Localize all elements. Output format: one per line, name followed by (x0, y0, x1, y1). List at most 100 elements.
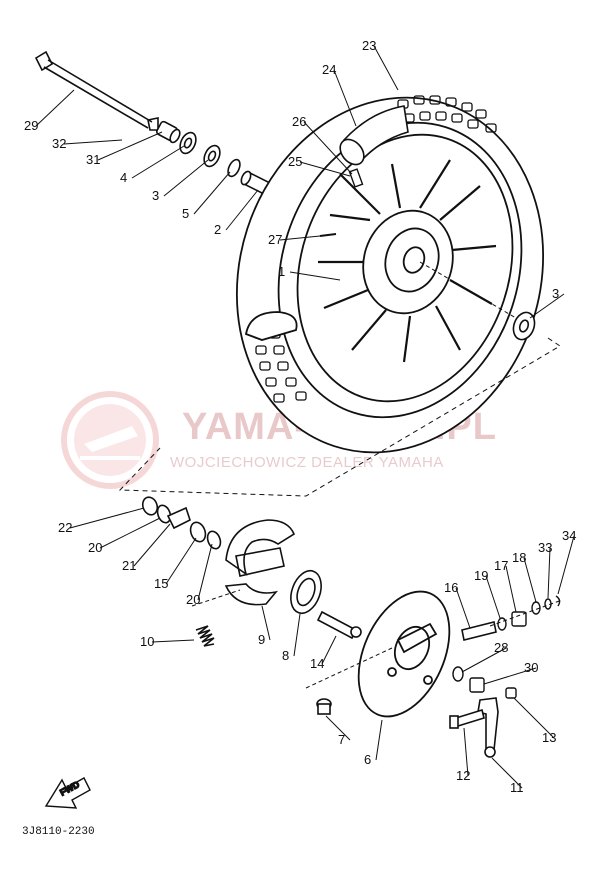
leader-c23 (373, 45, 399, 91)
callout-c28: 28 (494, 640, 508, 655)
nut-17 (511, 611, 527, 627)
callout-c34: 34 (562, 528, 576, 543)
callout-c33: 33 (538, 540, 552, 555)
valve-26 (348, 168, 364, 188)
callout-c16: 16 (444, 580, 458, 595)
callout-c8: 8 (282, 648, 289, 663)
axle (34, 50, 159, 131)
leader-c4 (131, 145, 185, 179)
leader-c14 (321, 635, 337, 665)
callout-c30: 30 (524, 660, 538, 675)
brake-arm-11 (477, 697, 499, 758)
washer-20b (206, 530, 222, 550)
leader-c18 (523, 557, 537, 603)
callout-c7: 7 (338, 732, 345, 747)
fwd-arrow-icon: FWD (44, 777, 91, 809)
callout-c6: 6 (364, 752, 371, 767)
callout-c31: 31 (86, 152, 100, 167)
leader-c6 (375, 719, 383, 761)
leader-c19 (485, 575, 501, 619)
callout-c13: 13 (542, 730, 556, 745)
leader-c30 (483, 667, 537, 685)
leader-c17 (505, 565, 517, 613)
camshaft-14 (316, 610, 362, 640)
leader-c10 (151, 639, 195, 643)
circlip-22 (141, 496, 159, 516)
washer-28 (452, 666, 464, 682)
callout-c5: 5 (182, 206, 189, 221)
tube-24 (339, 105, 409, 166)
callout-c4: 4 (120, 170, 127, 185)
seal-8 (290, 569, 322, 615)
leader-c21 (133, 523, 171, 567)
washer-19 (497, 617, 507, 631)
callout-c14: 14 (310, 656, 324, 671)
leader-c20b (197, 543, 213, 601)
nipple-27 (319, 233, 337, 237)
rear-wheel (235, 95, 545, 454)
leader-c7 (325, 715, 351, 741)
callout-c9: 9 (258, 632, 265, 647)
leader-c31 (97, 131, 163, 161)
washer-20a (156, 504, 172, 524)
spring-10 (195, 625, 215, 647)
bearing-4 (179, 131, 197, 155)
seal-5 (227, 158, 241, 178)
leader-c27 (279, 235, 321, 241)
callout-c12: 12 (456, 768, 470, 783)
leader-c32 (63, 139, 123, 145)
leader-c1 (289, 271, 341, 281)
leader-c8 (293, 613, 301, 657)
callout-c3a: 3 (152, 188, 159, 203)
leader-c15 (165, 537, 197, 585)
collar-31 (156, 120, 181, 144)
leader-c24 (333, 69, 357, 127)
watermark-tagline: WOJCIECHOWICZ DEALER YAMAHA (170, 454, 444, 471)
callout-c10: 10 (140, 634, 154, 649)
leader-c11 (491, 757, 523, 789)
leader-c28 (461, 647, 507, 673)
callout-c24: 24 (322, 62, 336, 77)
callout-c15: 15 (154, 576, 168, 591)
axis-dash-mid (419, 261, 517, 319)
leader-c20a (99, 517, 161, 549)
leader-c25 (299, 161, 351, 177)
bearing-3 (203, 144, 221, 168)
leader-c33 (547, 547, 551, 599)
seal-15 (189, 521, 207, 543)
bolt-16 (461, 621, 497, 641)
callout-c29: 29 (24, 118, 38, 133)
cam-21 (166, 506, 191, 530)
tire-tread (253, 95, 497, 403)
callout-c1: 1 (278, 264, 285, 279)
brake-shoe-9 (224, 519, 296, 606)
leader-c5 (193, 171, 231, 215)
leader-c3a (163, 159, 209, 197)
leader-c29 (35, 89, 75, 127)
callout-c11: 11 (510, 780, 524, 795)
leader-c2 (225, 189, 259, 231)
leader-c9 (261, 605, 271, 641)
callout-c27: 27 (268, 232, 282, 247)
leader-c13 (513, 697, 555, 739)
callout-c26: 26 (292, 114, 306, 129)
pin-34 (555, 595, 561, 607)
leader-c3b (529, 293, 565, 319)
callout-c25: 25 (288, 154, 302, 169)
diagram-code: 3J8110-2230 (22, 826, 95, 838)
watermark-logo (61, 391, 159, 489)
callout-c18: 18 (512, 550, 526, 565)
leader-c26 (303, 121, 353, 175)
leader-c22 (69, 507, 145, 529)
callout-c21: 21 (122, 558, 136, 573)
nut-13 (505, 687, 517, 699)
callout-c19: 19 (474, 568, 488, 583)
callout-c32: 32 (52, 136, 66, 151)
bolt-7 (316, 698, 332, 715)
bearing-3-right (512, 311, 536, 341)
leader-c16 (455, 587, 471, 629)
nut-30 (469, 677, 485, 693)
callout-c17: 17 (494, 558, 508, 573)
callout-c2: 2 (214, 222, 221, 237)
brake-plate-6 (357, 590, 451, 718)
